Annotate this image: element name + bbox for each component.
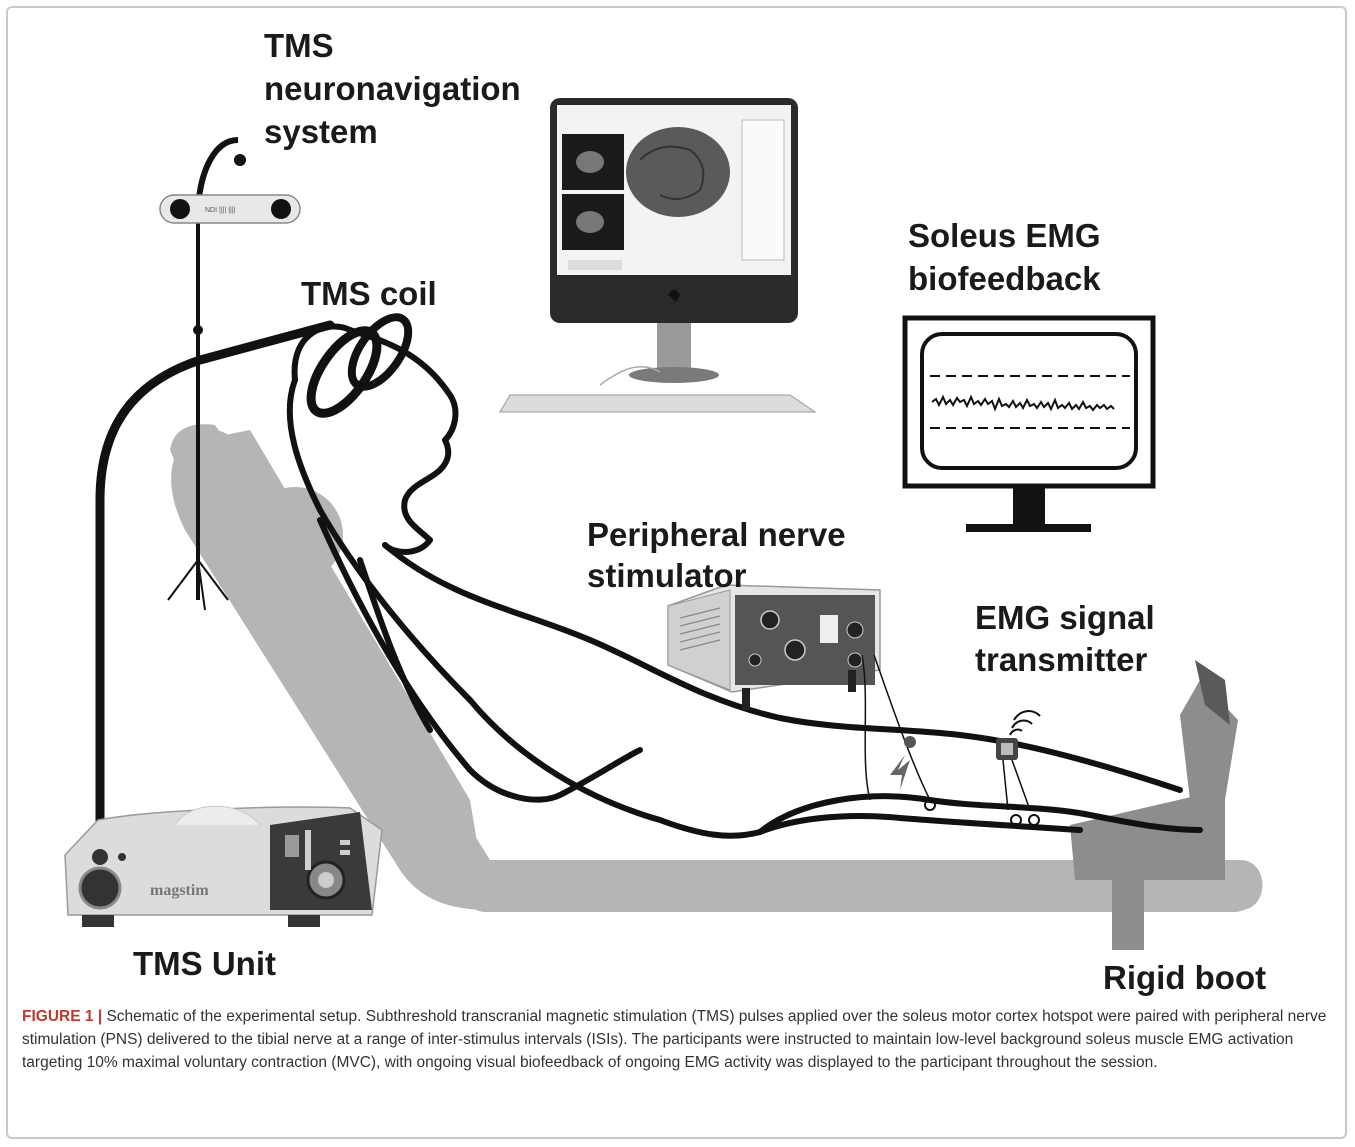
neuronavigation-stand: NDI |||| ||||: [159, 137, 301, 611]
rigid-boot: [1070, 660, 1238, 950]
figure-label: FIGURE 1: [22, 1008, 94, 1025]
emg-biofeedback-monitor: [902, 315, 1156, 532]
emg-signal-trace: [931, 394, 1115, 412]
peripheral-nerve-stimulator: [667, 584, 936, 811]
label-emg-tx-line1: EMG signal: [975, 599, 1155, 636]
chair-arm: [170, 424, 265, 520]
label-tms-unit: TMS Unit: [133, 945, 276, 982]
setup-schematic: NDI |||| |||| magstim: [64, 27, 1266, 996]
label-soleus-line2: biofeedback: [908, 260, 1101, 297]
label-tms-line1: TMS: [264, 27, 334, 64]
caption-separator: |: [97, 1008, 103, 1025]
person-outline: [286, 323, 1203, 839]
neuronavigation-computer: [499, 98, 817, 413]
svg-text:NDI |||| ||||: NDI |||| ||||: [205, 207, 236, 214]
label-tms-coil: TMS coil: [301, 275, 437, 312]
label-tms-line3: system: [264, 113, 378, 150]
magstim-brand: magstim: [150, 882, 209, 899]
label-pns-line1: Peripheral nerve: [587, 516, 846, 553]
labels: TMS neuronavigation system TMS coil Sole…: [133, 27, 1266, 996]
emg-transmitter: [996, 710, 1041, 826]
tms-coil-assembly: [95, 313, 413, 865]
caption-text: Schematic of the experimental setup. Sub…: [22, 1008, 1327, 1071]
label-pns-line2: stimulator: [587, 557, 747, 594]
neuronavigation-camera: [159, 194, 301, 224]
label-tms-line2: neuronavigation: [264, 70, 521, 107]
chair-seat: [460, 860, 1260, 912]
chair: [170, 424, 1263, 912]
figure-caption: FIGURE 1 | Schematic of the experimental…: [22, 1005, 1332, 1074]
tms-unit: magstim: [64, 805, 383, 927]
label-rigid-boot: Rigid boot: [1103, 959, 1266, 996]
brain-render: [626, 127, 730, 217]
label-soleus-line1: Soleus EMG: [908, 217, 1101, 254]
label-emg-tx-line2: transmitter: [975, 641, 1148, 678]
